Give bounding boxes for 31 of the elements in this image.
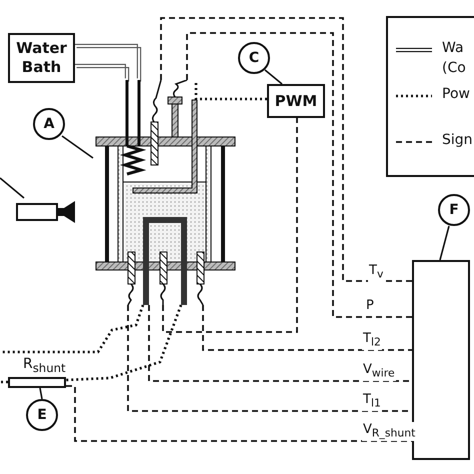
- signal-line: [66, 385, 412, 442]
- camera-icon: [16, 198, 76, 224]
- legend-text: Wa (Co: [442, 39, 467, 78]
- controller-box: PWM: [267, 84, 325, 118]
- callout-letter: F: [438, 194, 470, 226]
- leader-line: [62, 135, 94, 159]
- edge-label: V$_{R_shunt}$: [362, 422, 416, 441]
- signal-line: [162, 118, 298, 333]
- callout-letter: E: [26, 399, 58, 431]
- leader-line: [39, 388, 43, 400]
- edge-label: V$_{wire}$: [362, 362, 396, 381]
- leader-line: [439, 226, 450, 260]
- signal-line: [186, 32, 412, 318]
- edge-label: T$_{l1}$: [362, 392, 382, 411]
- signal-line: [202, 305, 412, 351]
- signal-line: [148, 305, 412, 382]
- resistor-symbol: [8, 377, 66, 388]
- leader-line: [264, 69, 282, 85]
- leader-line: [0, 177, 25, 199]
- edge-label: T$_{l2}$: [362, 331, 382, 350]
- power-line: [194, 80, 267, 100]
- edge-label: T$_{v}$: [368, 263, 384, 282]
- power-line: [66, 304, 182, 382]
- callout-letter: C: [238, 42, 270, 74]
- legend-text: Pow: [442, 85, 471, 104]
- legend-text: Sign: [442, 131, 474, 150]
- callout-letter: A: [33, 108, 65, 140]
- power-line: [0, 380, 8, 384]
- equipment-box: Water Bath: [8, 33, 75, 83]
- signal-line: [160, 17, 412, 282]
- power-line: [0, 304, 144, 354]
